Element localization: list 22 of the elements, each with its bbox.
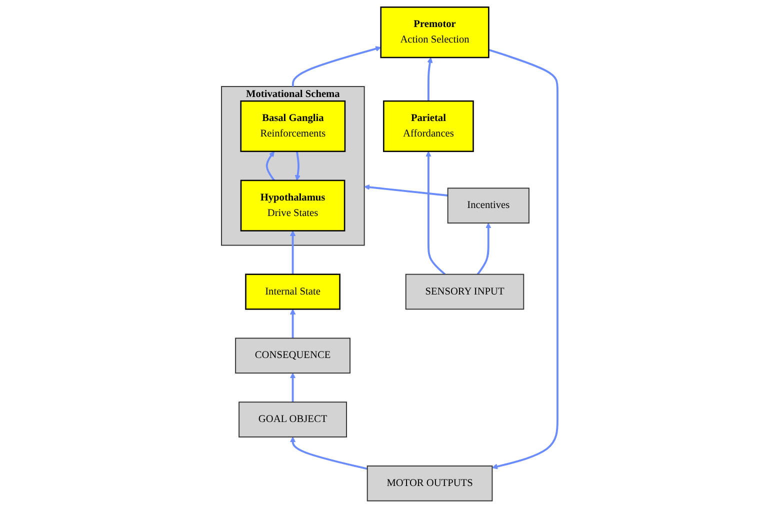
arrow (290, 372, 296, 402)
node-box: Basal Ganglia Reinforcements (240, 100, 346, 152)
arrow (427, 57, 433, 102)
arrow (476, 222, 492, 275)
node-box: Hypothalamus Drive States (240, 180, 346, 232)
arrow (266, 151, 276, 181)
arrow (292, 46, 382, 87)
node-box: SENSORY INPUT (405, 274, 524, 310)
arrow (364, 184, 448, 196)
arrow (290, 230, 296, 274)
node-box: Premotor Action Selection (380, 6, 490, 58)
node-box: GOAL OBJECT (238, 402, 347, 438)
node-box: Parietal Affordances (383, 100, 474, 152)
arrow (290, 308, 296, 338)
node-box: MOTOR OUTPUTS (366, 466, 493, 502)
node-box: Incentives (447, 188, 530, 224)
node-box: Internal State (245, 274, 340, 310)
arrow (488, 48, 558, 470)
arrow (290, 436, 368, 470)
arrow (426, 151, 446, 276)
arrow (294, 151, 300, 181)
node-box: CONSEQUENCE (235, 338, 350, 374)
